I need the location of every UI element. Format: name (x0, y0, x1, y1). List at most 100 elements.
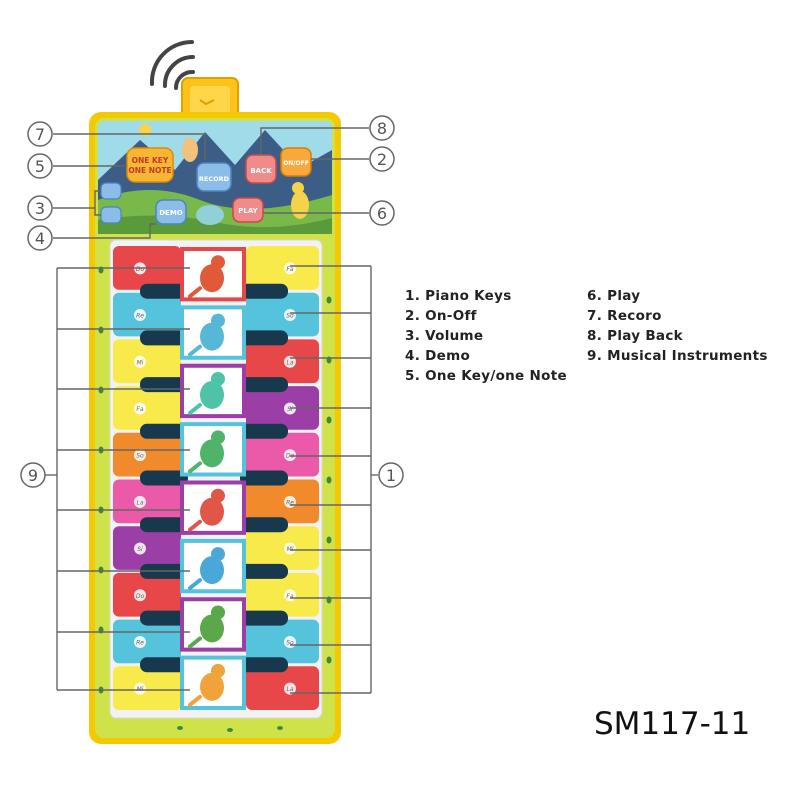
note-icon (284, 682, 296, 695)
black-key-left[interactable] (140, 330, 188, 346)
key-face (113, 339, 181, 384)
black-key-left[interactable] (140, 610, 188, 626)
note-icon (134, 542, 146, 555)
play-label: PLAY (238, 207, 258, 215)
legend-right-column: 6. Play 7. Recoro 8. Play Back 9. Musica… (587, 286, 768, 366)
callout-7: 7 (27, 121, 53, 147)
note-label: Do (136, 593, 145, 600)
note-label: So (286, 639, 294, 646)
instrument-tile[interactable] (180, 305, 246, 360)
dinosaur-musician-icon (188, 547, 225, 591)
note-label: La (286, 359, 293, 366)
note-icon (134, 589, 146, 602)
black-key-right[interactable] (240, 517, 288, 533)
instrument-tile[interactable] (180, 480, 246, 535)
demo-label: DEMO (159, 209, 183, 217)
on-off-label: ON/OFF (283, 160, 309, 167)
black-key-right[interactable] (240, 563, 288, 579)
black-key-right[interactable] (240, 470, 288, 486)
piano-key-left[interactable]: Do (113, 572, 181, 617)
legend-item-3: 3. Volume (405, 328, 484, 344)
note-label: So (286, 313, 294, 320)
piano-key-right[interactable]: Fa (246, 246, 319, 290)
dinosaur-mascot-icon (182, 138, 309, 225)
black-key-right[interactable] (240, 283, 288, 299)
black-key-left[interactable] (140, 283, 188, 299)
legend-item-2: 2. On-Off (405, 308, 477, 324)
svg-text:3: 3 (35, 199, 45, 218)
piano-key-right[interactable]: La (246, 666, 319, 710)
on-off-button[interactable]: ON/OFF (280, 147, 312, 177)
one-key-label-2: ONE NOTE (128, 166, 171, 175)
piano-key-left[interactable]: So (113, 432, 181, 477)
dinosaur-musician-icon (188, 371, 225, 415)
piano-key-right[interactable]: Re (246, 479, 319, 524)
legend-left-column: 1. Piano Keys 2. On-Off 3. Volume 4. Dem… (405, 286, 567, 386)
piano-key-left[interactable]: Re (113, 619, 181, 664)
instrument-tile[interactable] (180, 247, 246, 302)
note-icon (134, 495, 146, 508)
piano-key-left[interactable]: Re (113, 292, 181, 337)
play-back-label: BACK (250, 167, 272, 175)
key-face (246, 526, 319, 570)
note-icon (284, 449, 296, 462)
key-face (246, 479, 319, 524)
callout-1: 1 (378, 462, 404, 488)
legend-item-9: 9. Musical Instruments (587, 348, 768, 364)
one-key-one-note-button[interactable]: ONE KEY ONE NOTE (126, 147, 174, 183)
black-key-left[interactable] (140, 423, 188, 439)
record-button[interactable]: RECORD (196, 162, 232, 192)
instrument-tile[interactable] (180, 655, 246, 710)
note-icon (134, 449, 146, 462)
piano-key-right[interactable]: So (246, 619, 319, 664)
note-label: Re (136, 313, 144, 320)
volume-up-button[interactable] (100, 182, 122, 200)
note-label: Mi (137, 359, 144, 366)
black-key-right[interactable] (240, 423, 288, 439)
instrument-tile[interactable] (180, 363, 246, 419)
dinosaur-musician-icon (188, 663, 225, 707)
piano-key-right[interactable]: Mi (246, 526, 319, 570)
piano-key-left[interactable]: Si (113, 526, 181, 570)
key-face (246, 246, 319, 290)
piano-key-right[interactable]: Fa (246, 572, 319, 617)
play-button[interactable]: PLAY (232, 197, 264, 223)
demo-button[interactable]: DEMO (155, 199, 187, 225)
black-key-right[interactable] (240, 377, 288, 393)
key-face (246, 619, 319, 664)
play-back-button[interactable]: BACK (245, 154, 277, 184)
key-face (113, 526, 181, 570)
key-face (246, 572, 319, 617)
black-key-right[interactable] (240, 330, 288, 346)
black-key-left[interactable] (140, 657, 188, 673)
key-face (246, 386, 319, 430)
instrument-tile[interactable] (180, 597, 246, 652)
note-label: Re (136, 639, 144, 646)
note-icon (134, 682, 146, 695)
note-icon (134, 309, 146, 322)
piano-key-left[interactable]: Mi (113, 666, 181, 710)
instrument-tile[interactable] (180, 422, 246, 477)
instrument-tile[interactable] (180, 538, 246, 594)
volume-down-button[interactable] (100, 206, 122, 224)
callout-5: 5 (27, 153, 53, 179)
note-label: Si (137, 546, 143, 553)
key-face (113, 386, 181, 430)
key-face (113, 666, 181, 710)
piano-key-left[interactable]: La (113, 479, 181, 524)
black-key-right[interactable] (240, 657, 288, 673)
legend-item-5: 5. One Key/one Note (405, 368, 567, 384)
piano-key-right[interactable]: La (246, 339, 319, 384)
model-number: SM117-11 (594, 706, 751, 742)
key-face (113, 572, 181, 617)
black-key-right[interactable] (240, 610, 288, 626)
black-key-left[interactable] (140, 470, 188, 486)
piano-key-right[interactable]: So (246, 292, 319, 337)
dinosaur-musician-icon (188, 488, 225, 532)
piano-key-left[interactable]: Fa (113, 386, 181, 430)
black-key-left[interactable] (140, 517, 188, 533)
piano-key-left[interactable]: Mi (113, 339, 181, 384)
piano-key-right[interactable]: Do (246, 432, 319, 477)
piano-key-right[interactable]: Si (246, 386, 319, 430)
